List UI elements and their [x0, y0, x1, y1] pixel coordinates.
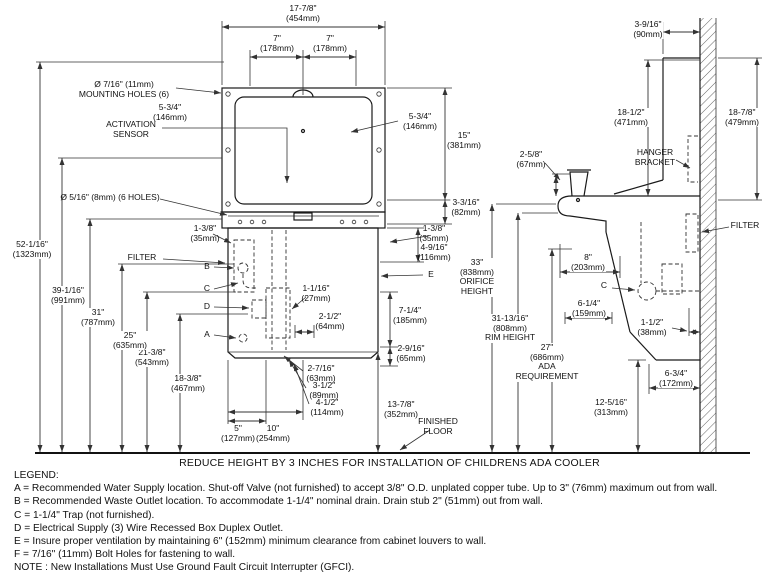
- dim-2-5-8: 2-5/8" (67mm): [516, 149, 546, 169]
- dim-6-1-4: 6-1/4" (159mm): [570, 298, 608, 319]
- dim-31-13-16-rim-height: 31-13/16" (808mm) RIM HEIGHT: [483, 313, 537, 344]
- dim-8: 8" (203mm): [569, 252, 607, 273]
- dim-10: 10" (254mm): [254, 423, 292, 444]
- dim-front-right-7: 7" (178mm): [312, 33, 348, 53]
- dim-sensor-right: 5-3/4" (146mm): [402, 111, 438, 131]
- filter-front-label: FILTER: [127, 252, 157, 262]
- finished-floor-label: FINISHED FLOOR: [418, 416, 458, 436]
- dim-21-3-8: 21-3/8" (543mm): [133, 347, 171, 368]
- dim-front-overall-width: 17-7/8" (454mm): [285, 3, 321, 23]
- dim-12-5-16: 12-5/16" (313mm): [592, 397, 630, 418]
- callout-c-side: C: [600, 280, 608, 290]
- dim-4-9-16: 4-9/16" (116mm): [417, 242, 451, 262]
- dim-3-3-16: 3-3/16" (82mm): [450, 197, 482, 218]
- dim-4-1-2: 4-1/2" (114mm): [310, 397, 344, 417]
- side-view-leaders: [544, 159, 730, 333]
- dim-front-left-7: 7" (178mm): [259, 33, 295, 53]
- activation-sensor-label: ACTIVATION SENSOR: [106, 119, 156, 139]
- legend-item-b: B = Recommended Waste Outlet location. T…: [14, 496, 544, 508]
- side-view-dimensions: [489, 22, 762, 452]
- legend-item-f: F = 7/16" (11mm) Bolt Holes for fastenin…: [14, 549, 236, 561]
- legend-item-e: E = Insure proper ventilation by maintai…: [14, 536, 487, 548]
- hanger-bracket-label: HANGER BRACKET: [634, 147, 676, 167]
- front-view-internals: [233, 230, 291, 350]
- dim-25: 25" (635mm): [111, 330, 149, 351]
- dim-2-7-16: 2-7/16" (63mm): [306, 363, 336, 383]
- dim-18-3-8: 18-3/8" (467mm): [169, 373, 207, 394]
- dim-6-3-4: 6-3/4" (172mm): [657, 368, 695, 389]
- dim-1-3-8-left: 1-3/8" (35mm): [190, 223, 220, 243]
- side-view-wall: [699, 18, 717, 453]
- dim-1-1-16: 1-1/16" (27mm): [301, 283, 331, 303]
- dim-1-1-2: 1-1/2" (38mm): [637, 317, 667, 337]
- dim-1-3-8-right: 1-3/8" (35mm): [419, 223, 449, 243]
- dim-5: 5" (127mm): [219, 423, 257, 444]
- dim-18-1-2: 18-1/2" (471mm): [612, 107, 650, 128]
- legend-item-d: D = Electrical Supply (3) Wire Recessed …: [14, 522, 284, 534]
- filter-side-label: FILTER: [729, 220, 761, 231]
- dim-15: 15" (381mm): [445, 130, 483, 151]
- callout-d: D: [203, 301, 211, 311]
- dim-sensor-left: 5-3/4" (146mm): [152, 102, 188, 122]
- callout-a: A: [204, 329, 210, 339]
- side-view-unit: [557, 57, 700, 361]
- dim-33-orifice-height: 33" (838mm) ORIFICE HEIGHT: [458, 257, 496, 297]
- dim-3-1-2: 3-1/2" (89mm): [309, 380, 339, 400]
- dim-7-1-4: 7-1/4" (185mm): [392, 305, 428, 325]
- legend-item-c: C = 1-1/4" Trap (not furnished).: [14, 509, 155, 521]
- side-view-internals: [637, 135, 700, 301]
- dim-13-7-8: 13-7/8" (352mm): [383, 399, 419, 419]
- dim-31: 31" (787mm): [79, 307, 117, 328]
- callout-e: E: [428, 269, 434, 279]
- holes-6-label: Ø 5/16" (8mm) (6 HOLES): [60, 192, 160, 202]
- legend-gfci-note: NOTE : New Installations Must Use Ground…: [14, 562, 355, 574]
- dim-3-9-16: 3-9/16" (90mm): [632, 19, 664, 40]
- front-view-unit: [221, 87, 386, 359]
- dim-27-ada-requirement: 27" (686mm) ADA REQUIREMENT: [514, 342, 580, 382]
- dim-52-1-16: 52-1/16" (1323mm): [11, 239, 53, 260]
- legend-item-a: A = Recommended Water Supply location. S…: [14, 483, 718, 495]
- callout-b: B: [204, 261, 210, 271]
- dim-39-1-16: 39-1/16" (991mm): [49, 285, 87, 306]
- dim-2-1-2: 2-1/2" (64mm): [315, 311, 345, 331]
- dim-18-7-8: 18-7/8" (479mm): [723, 107, 761, 128]
- dim-2-9-16: 2-9/16" (65mm): [396, 343, 426, 363]
- children-ada-note: REDUCE HEIGHT BY 3 INCHES FOR INSTALLATI…: [179, 457, 600, 469]
- legend-title: LEGEND:: [14, 470, 59, 481]
- mounting-holes-label: Ø 7/16" (11mm) MOUNTING HOLES (6): [78, 79, 170, 99]
- front-view-leaders: [159, 87, 431, 451]
- legend: LEGEND: A = Recommended Water Supply loc…: [14, 469, 717, 575]
- callout-c: C: [203, 283, 211, 293]
